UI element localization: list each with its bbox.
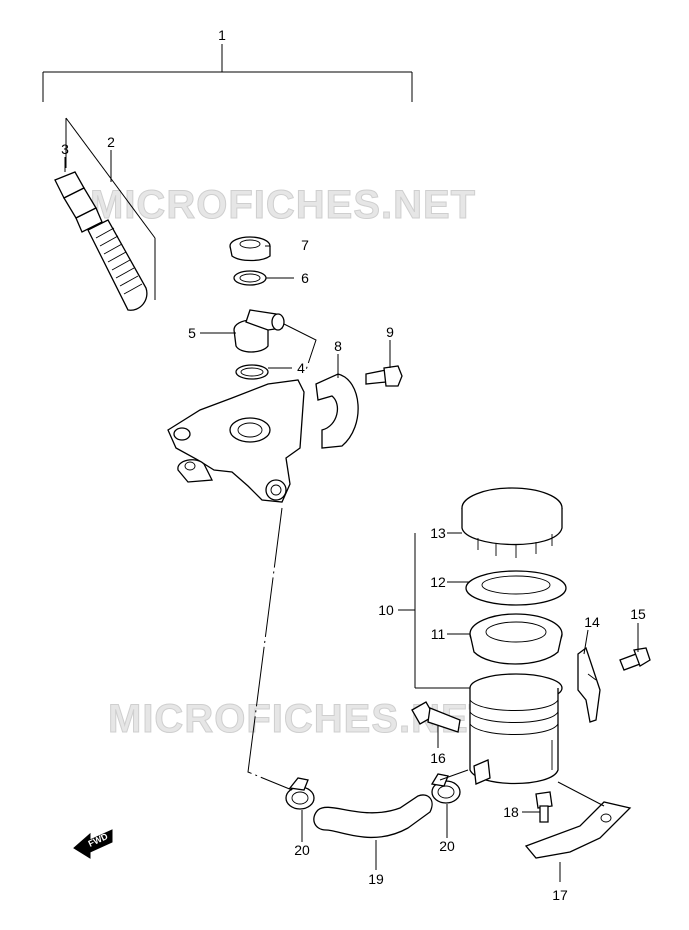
callout-10: 10 xyxy=(378,602,394,618)
callout-3: 3 xyxy=(61,141,69,157)
hose-clamp-left xyxy=(285,777,315,810)
callout-14: 14 xyxy=(584,614,600,630)
callout-numbers: 1 2 3 4 5 6 7 8 9 10 11 12 13 14 15 16 1… xyxy=(61,27,646,903)
bracket-bolt xyxy=(619,647,651,671)
watermark-top: MICROFICHES.NET xyxy=(90,183,476,227)
reservoir-tank xyxy=(469,673,563,785)
callout-7: 7 xyxy=(301,237,309,253)
callout-19: 19 xyxy=(368,871,384,887)
callout-20-right: 20 xyxy=(439,838,455,854)
callout-12: 12 xyxy=(430,574,446,590)
callout-5: 5 xyxy=(188,325,196,341)
callout-20-left: 20 xyxy=(294,842,310,858)
boot-cap xyxy=(229,236,271,262)
piston-assembly xyxy=(54,117,156,311)
callout-6: 6 xyxy=(301,270,309,286)
hose-clamp-right xyxy=(430,773,461,804)
forward-arrow-icon: FWD xyxy=(73,829,113,859)
callout-8: 8 xyxy=(334,338,342,354)
snap-ring xyxy=(233,270,267,286)
leader-lines xyxy=(64,150,639,882)
callout-2: 2 xyxy=(107,134,115,150)
callout-18: 18 xyxy=(503,804,519,820)
master-cylinder-body xyxy=(167,379,305,503)
reservoir-diaphragm xyxy=(469,613,563,665)
stay-bolt xyxy=(535,791,553,823)
reservoir-hose xyxy=(313,794,433,838)
dashed-assembly-lines xyxy=(247,323,469,791)
clamp-bolt xyxy=(365,365,403,387)
assembly-bracket xyxy=(42,44,413,102)
reservoir-bracket xyxy=(577,646,601,723)
callout-1: 1 xyxy=(218,27,226,43)
o-ring xyxy=(235,364,269,380)
reservoir-plate xyxy=(465,570,567,606)
callout-16: 16 xyxy=(430,750,446,766)
callout-4: 4 xyxy=(297,360,305,376)
reservoir-cap xyxy=(461,487,563,558)
hose-connector xyxy=(233,309,285,353)
callout-11: 11 xyxy=(431,626,446,642)
callout-13: 13 xyxy=(430,525,446,541)
callout-17: 17 xyxy=(552,887,568,903)
reservoir-bolt xyxy=(411,701,461,733)
callout-9: 9 xyxy=(386,324,394,340)
callout-15: 15 xyxy=(630,606,646,622)
handlebar-clamp xyxy=(315,373,359,449)
reservoir-stay xyxy=(524,801,632,859)
